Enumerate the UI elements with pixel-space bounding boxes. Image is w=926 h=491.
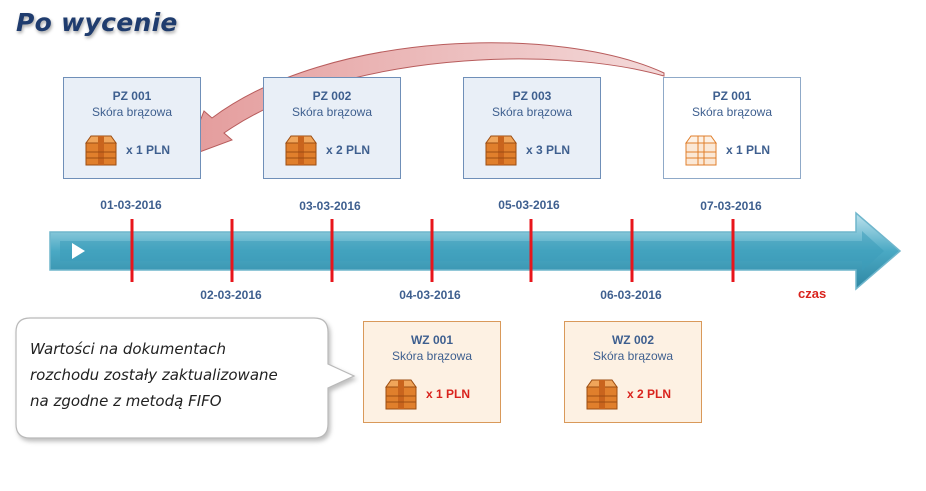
timeline-arrow-inner <box>60 231 884 271</box>
pz-document: PZ 002 Skóra brązowa x 2 PLN <box>263 77 401 179</box>
callout-line: Wartości na dokumentach <box>30 340 226 358</box>
document-material: Skóra brązowa <box>291 105 373 119</box>
package-icon <box>586 379 618 410</box>
date-label: 01-03-2016 <box>100 198 162 212</box>
page-title: Po wycenie <box>16 8 178 37</box>
document-number: PZ 002 <box>312 89 352 103</box>
date-label: 07-03-2016 <box>700 199 762 213</box>
document-material: Skóra brązowa <box>691 105 773 119</box>
unit-price: x 1 PLN <box>726 143 771 157</box>
unit-price: x 3 PLN <box>526 143 571 157</box>
wz-document: WZ 002 Skóra brązowa x 2 PLN <box>564 321 702 423</box>
pz-document: PZ 001 Skóra brązowa x 1 PLN <box>63 77 201 179</box>
unit-price: x 1 PLN <box>426 387 471 401</box>
callout-bubble <box>15 317 356 439</box>
timeline-ticks <box>130 219 735 282</box>
callout-text: Wartości na dokumentach rozchodu zostały… <box>30 336 320 414</box>
package-icon <box>85 135 117 166</box>
play-triangle-icon <box>72 243 85 259</box>
unit-price: x 1 PLN <box>126 143 171 157</box>
document-number: WZ 002 <box>611 333 654 347</box>
unit-price: x 2 PLN <box>326 143 371 157</box>
document-material: Skóra brązowa <box>491 105 573 119</box>
package-icon <box>285 135 317 166</box>
document-number: PZ 001 <box>712 89 752 103</box>
document-material: Skóra brązowa <box>592 349 674 363</box>
date-label: 02-03-2016 <box>200 288 262 302</box>
callout-line: na zgodne z metodą FIFO <box>30 392 222 410</box>
package-icon <box>485 135 517 166</box>
document-material: Skóra brązowa <box>391 349 473 363</box>
document-number: WZ 001 <box>410 333 453 347</box>
document-number: PZ 001 <box>112 89 152 103</box>
package-icon <box>385 379 417 410</box>
unit-price: x 2 PLN <box>627 387 672 401</box>
date-label: 03-03-2016 <box>299 199 361 213</box>
time-axis-label: czas <box>798 286 827 301</box>
date-label: 06-03-2016 <box>600 288 662 302</box>
package-outline-icon <box>685 135 717 166</box>
wz-document: WZ 001 Skóra brązowa x 1 PLN <box>363 321 501 423</box>
callout-line: rozchodu zostały zaktualizowane <box>30 366 278 384</box>
document-material: Skóra brązowa <box>91 105 173 119</box>
date-label: 04-03-2016 <box>399 288 461 302</box>
date-label: 05-03-2016 <box>498 198 560 212</box>
document-number: PZ 003 <box>512 89 552 103</box>
pz-document-faded: PZ 001 Skóra brązowa x 1 PLN <box>663 77 801 179</box>
pz-document: PZ 003 Skóra brązowa x 3 PLN <box>463 77 601 179</box>
